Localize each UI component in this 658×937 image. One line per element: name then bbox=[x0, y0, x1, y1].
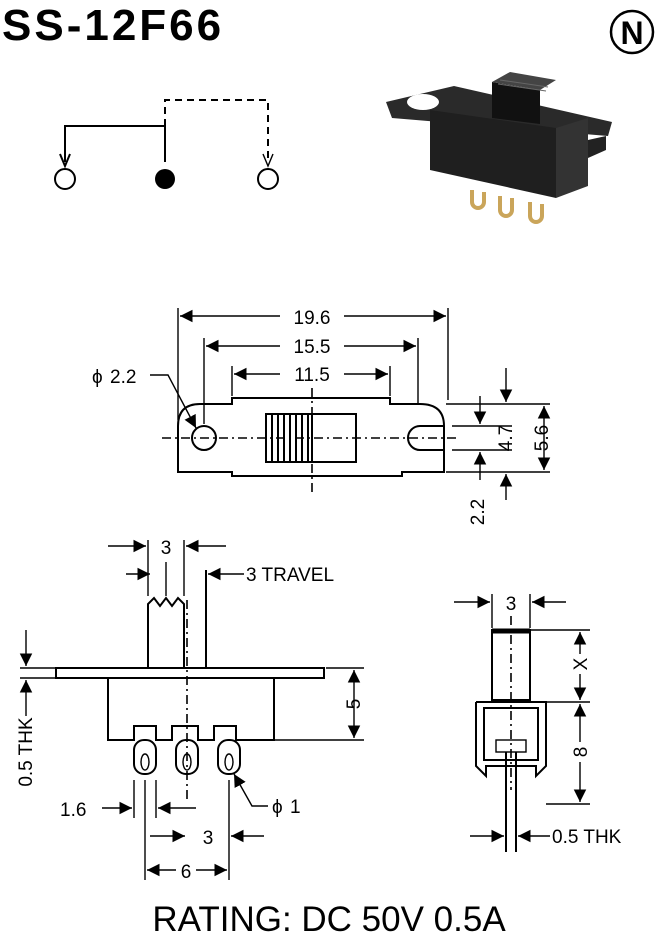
switch-schematic bbox=[54, 99, 279, 190]
dim-actuator-width: 3 bbox=[161, 538, 172, 559]
logo-letter: N bbox=[620, 15, 643, 51]
side-thickness-label: 0.5 THK bbox=[16, 717, 37, 787]
dim-mount-pitch: 15.5 bbox=[294, 337, 331, 358]
dim-overall-length: 19.6 bbox=[294, 308, 331, 329]
end-view: 3 X 8 0.5 THK bbox=[454, 594, 622, 852]
end-thickness-label: 0.5 THK bbox=[552, 827, 622, 848]
end-dim-actuator: 3 bbox=[506, 594, 517, 615]
dim-hole-diameter-symbol: ϕ bbox=[92, 367, 103, 388]
model-title: SS-12F66 bbox=[2, 1, 224, 50]
pin-dia-value: 1 bbox=[290, 797, 301, 818]
product-pins bbox=[470, 190, 544, 224]
dim-slot-width: 2.2 bbox=[468, 499, 489, 525]
rating-text: RATING: DC 50V 0.5A bbox=[152, 900, 506, 937]
dim-body-length: 11.5 bbox=[294, 365, 330, 386]
brand-logo: N bbox=[609, 9, 655, 55]
dim-body-height: 5 bbox=[344, 699, 365, 710]
switch-product-image bbox=[386, 72, 612, 224]
dim-pin-hole: 1.6 bbox=[60, 800, 86, 821]
dim-pin-span: 6 bbox=[181, 862, 192, 883]
end-dim-height: 8 bbox=[571, 747, 592, 758]
dim-outer-height: 5.6 bbox=[532, 425, 553, 451]
end-dim-x: X bbox=[571, 657, 592, 670]
side-view: 3 3 TRAVEL 5 0.5 THK 1.6 ϕ 1 3 bbox=[16, 538, 365, 883]
terminal-common bbox=[155, 169, 175, 189]
dim-inner-height: 4.7 bbox=[496, 425, 517, 451]
top-view: 19.6 15.5 11.5 ϕ 2.2 5.6 4.7 2.2 bbox=[92, 306, 553, 525]
dim-hole-diameter: 2.2 bbox=[110, 367, 136, 388]
terminal-open-right bbox=[257, 168, 279, 190]
terminal-open-left bbox=[54, 168, 76, 190]
pin-dia-symbol: ϕ bbox=[272, 797, 283, 818]
travel-label: 3 TRAVEL bbox=[246, 565, 334, 586]
dim-pin-pitch: 3 bbox=[203, 828, 214, 849]
